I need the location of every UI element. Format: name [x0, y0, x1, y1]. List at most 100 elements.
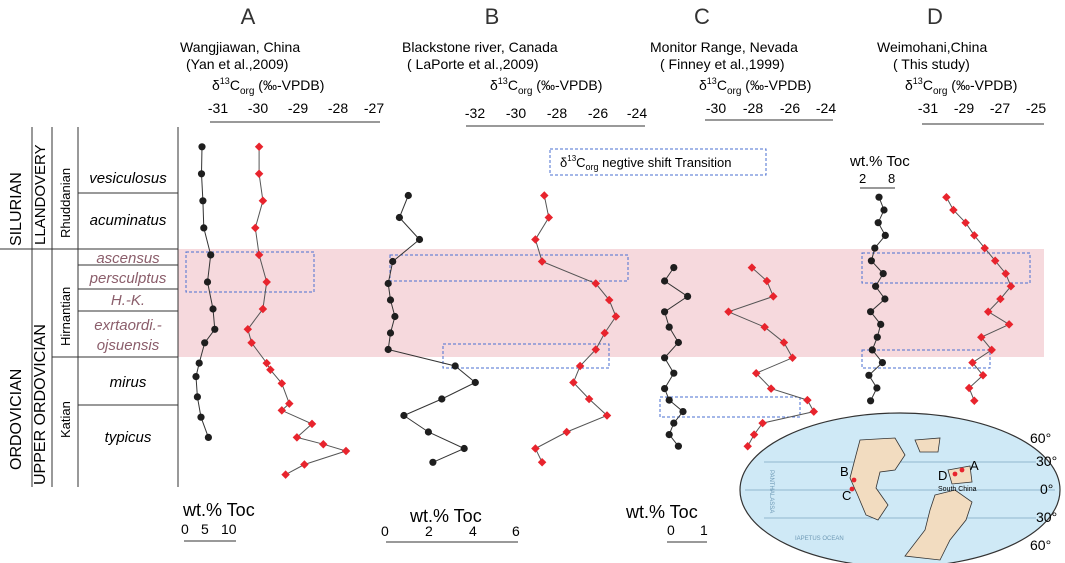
data-point-a-d13c-11 [277, 379, 287, 388]
data-point-c-toc-11 [670, 419, 678, 427]
data-point-c-d13c-10 [809, 407, 819, 416]
data-point-a-d13c-6 [258, 304, 268, 314]
data-point-d-toc-7 [872, 282, 880, 290]
data-point-d-d13c-7 [1006, 282, 1016, 291]
toc-label-d: wt.% Toc [849, 153, 910, 170]
system-silurian: SILURIAN [8, 172, 25, 246]
panel-citation-a: (Yan et al.,2009) [186, 56, 288, 72]
data-point-a-d13c-13 [277, 406, 287, 415]
data-point-b-toc-0 [404, 191, 412, 200]
data-point-b-d13c-1 [544, 213, 554, 222]
data-point-c-toc-2 [684, 292, 692, 300]
data-point-d-d13c-16 [970, 396, 979, 406]
map-globe [739, 412, 1061, 563]
data-point-d-d13c-6 [1001, 269, 1010, 278]
data-point-b-toc-14 [460, 444, 468, 453]
transition-box-d-lower [861, 349, 991, 369]
series-line-a-d13c [247, 146, 348, 476]
stage-rhuddanian: Rhuddanian [58, 168, 73, 238]
data-point-b-toc-15 [429, 458, 437, 466]
data-point-a-d13c-2 [258, 196, 268, 206]
d13c-label-a: δ13Corg (‰-VPDB) [212, 76, 324, 97]
data-point-c-toc-3 [661, 308, 669, 316]
map-ocean-panthalassa: PANTHALASSA [768, 470, 774, 513]
data-point-a-toc-8 [201, 339, 209, 347]
data-point-b-toc-8 [384, 345, 392, 354]
data-point-d-d13c-13 [968, 358, 977, 367]
map-site-label-a: A [970, 458, 979, 473]
tick-a-0: -31 [208, 100, 228, 116]
zone-ojsuensis: ojsuensis [97, 337, 160, 354]
data-point-a-toc-2 [199, 197, 207, 205]
hirnantian-highlight-band [178, 249, 1044, 357]
data-point-a-d13c-18 [300, 460, 309, 469]
toc-label-a: wt.% Toc [182, 500, 255, 520]
data-point-c-toc-8 [661, 385, 669, 393]
data-point-c-toc-13 [674, 442, 683, 450]
data-point-d-toc-9 [867, 308, 875, 316]
toc-tick-a-0: 0 [181, 521, 189, 537]
data-point-a-toc-1 [197, 170, 206, 178]
toc-axes-bottom: wt.% Toc 0 5 10 wt.% Toc 0 2 4 6 wt.% To… [181, 500, 708, 543]
series-llandovery: LLANDOVERY [32, 144, 49, 245]
tick-a-2: -29 [288, 100, 308, 116]
data-point-c-toc-1 [661, 277, 669, 285]
map-landmass-label: South China [938, 486, 977, 493]
data-point-a-d13c-16 [319, 439, 328, 449]
map-lat-60n: 60° [1030, 430, 1051, 446]
data-point-a-toc-12 [197, 413, 205, 421]
data-point-d-toc-13 [878, 359, 887, 367]
zone-vesiculosus: vesiculosus [89, 170, 167, 187]
toc-tick-b-3: 6 [512, 523, 520, 539]
data-point-a-d13c-5 [262, 277, 271, 287]
data-point-b-d13c-13 [562, 427, 571, 437]
toc-tick-a-1: 5 [201, 521, 209, 537]
panel-location-d: Weimohani,China [877, 39, 987, 55]
data-point-d-d13c-5 [990, 256, 1000, 266]
data-point-a-d13c-1 [254, 169, 264, 179]
panel-citation-d: ( This study) [893, 56, 970, 72]
data-point-a-d13c-10 [266, 365, 275, 375]
panel-letter-c: C [694, 4, 710, 29]
tick-d-1: -29 [954, 100, 974, 116]
tick-d-3: -25 [1026, 100, 1046, 116]
d13c-label-d: δ13Corg (‰-VPDB) [905, 76, 1017, 97]
stratigraphic-column [0, 127, 179, 487]
transition-box-b-lower [442, 343, 610, 369]
data-point-b-toc-3 [389, 257, 397, 266]
data-point-c-d13c-13 [743, 441, 752, 451]
map-site-label-d: D [938, 468, 947, 483]
stage-katian: Katian [58, 401, 73, 438]
data-point-b-d13c-10 [569, 378, 578, 387]
data-point-a-toc-6 [209, 305, 217, 313]
tick-c-2: -26 [780, 100, 800, 116]
data-point-d-d13c-10 [1004, 320, 1014, 329]
continent-laurentia [849, 437, 906, 521]
site-marker-c [849, 486, 855, 492]
data-point-c-d13c-2 [769, 292, 778, 301]
data-point-a-toc-4 [207, 251, 215, 259]
data-point-b-d13c-0 [540, 191, 549, 200]
data-point-b-toc-5 [386, 296, 395, 304]
tick-c-1: -28 [743, 100, 763, 116]
strat-labels: SILURIAN ORDOVICIAN LLANDOVERY UPPER ORD… [8, 144, 167, 485]
data-point-b-d13c-2 [531, 235, 540, 244]
data-point-c-toc-9 [665, 396, 673, 404]
system-ordovician: ORDOVICIAN [8, 369, 25, 470]
map-lat-30s: 30° [1036, 509, 1057, 525]
map-ocean-iapetus: IAPETUS OCEAN [795, 536, 844, 542]
data-point-a-toc-10 [192, 373, 200, 381]
toc-label-b: wt.% Toc [409, 506, 482, 526]
toc-tick-b-2: 4 [469, 523, 477, 539]
legend-text: δ13Corg negtive shift Transition [560, 154, 732, 172]
data-point-b-d13c-15 [537, 458, 547, 467]
transition-box-b-upper [389, 254, 629, 282]
data-point-c-toc-12 [665, 431, 673, 439]
tick-b-0: -32 [465, 105, 485, 121]
map-site-label-c: C [842, 488, 851, 503]
data-point-a-d13c-3 [251, 223, 260, 233]
d13c-label-b: δ13Corg (‰-VPDB) [490, 76, 602, 97]
data-point-c-toc-6 [661, 354, 669, 362]
data-point-b-d13c-6 [611, 312, 621, 321]
data-point-d-d13c-14 [978, 371, 988, 380]
